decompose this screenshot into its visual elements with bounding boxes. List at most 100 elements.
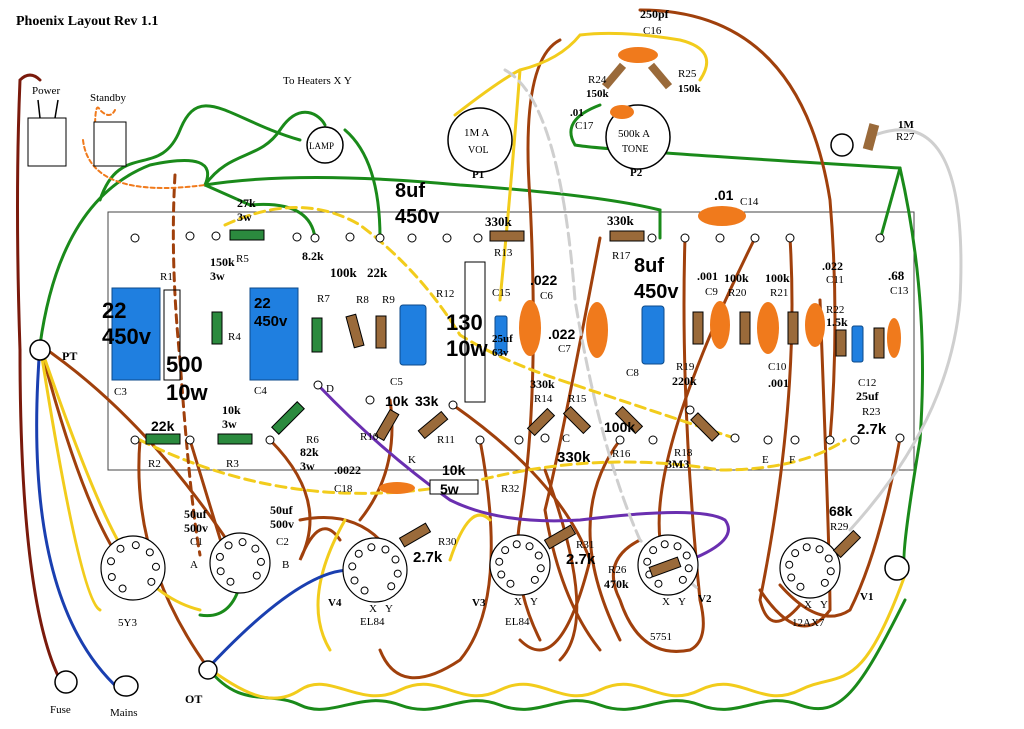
- heater-pin-label: Y: [820, 599, 828, 611]
- socket-pin: [381, 545, 390, 554]
- turret-post: [313, 380, 323, 390]
- heater-pin-label: X: [662, 596, 670, 608]
- r12-resistor: [464, 261, 486, 403]
- socket-pin: [116, 544, 125, 553]
- r21-ref: R21: [770, 287, 788, 299]
- pot-tone[interactable]: 500k A TONE P2: [605, 104, 671, 179]
- r6-ref: R6: [306, 434, 319, 446]
- heater-pin-label: X: [369, 603, 377, 615]
- power-switch[interactable]: [27, 117, 67, 167]
- heater-pin-label: Y: [678, 596, 686, 608]
- socket-pin: [815, 545, 824, 554]
- c5-capacitor: [399, 304, 427, 366]
- r2-resistor: [145, 433, 181, 445]
- r9-resistor: [375, 315, 387, 349]
- r10-resistor: [374, 408, 400, 442]
- mains-socket[interactable]: [113, 675, 139, 697]
- r11-value: 33k: [415, 393, 439, 409]
- node-a: A: [190, 559, 198, 571]
- turret-post: [790, 435, 800, 445]
- r27-resistor: [862, 123, 880, 151]
- socket-pin: [678, 575, 687, 584]
- r13-resistor: [489, 230, 525, 242]
- brown-wire: [588, 438, 622, 642]
- r32-resistor: [429, 479, 479, 495]
- turret-post: [448, 400, 458, 410]
- socket-pin: [256, 557, 265, 566]
- socket-pin: [649, 546, 658, 555]
- node-f: F: [789, 454, 795, 466]
- c14-value: .01: [714, 187, 734, 203]
- r13-value: 330k: [485, 214, 513, 229]
- node-e: E: [762, 454, 769, 466]
- r15-resistor: [562, 405, 592, 435]
- socket-pin: [820, 578, 829, 587]
- yellow-wire: [453, 31, 709, 117]
- socket-pin: [387, 582, 396, 591]
- fuse-holder[interactable]: [54, 670, 78, 694]
- pot-tone-ref: P2: [630, 167, 643, 179]
- brown-wire: [378, 438, 493, 680]
- r22-value: 1.5k: [826, 315, 848, 329]
- socket-pin: [534, 551, 543, 560]
- pt-terminal: [29, 339, 51, 361]
- r25-value: 150k: [678, 83, 702, 95]
- output-jack[interactable]: [884, 555, 910, 581]
- turret-post: [540, 433, 550, 443]
- socket-pin: [660, 540, 669, 549]
- r14-resistor: [526, 407, 556, 437]
- ot-terminal: [198, 660, 218, 680]
- pot-tone-value: 500k A: [618, 128, 650, 140]
- tube-ref: V1: [860, 591, 873, 603]
- r23-ref: R23: [862, 406, 881, 418]
- pot-vol-name: VOL: [468, 145, 489, 156]
- r26-ref: R26: [608, 564, 627, 576]
- c18-ref: C18: [334, 483, 353, 495]
- r19-ref: R19: [676, 361, 695, 373]
- tube-ref: V3: [472, 597, 486, 609]
- r29-ref: R29: [830, 521, 849, 533]
- input-jack[interactable]: [830, 133, 854, 157]
- r13-ref: R13: [494, 247, 513, 259]
- c7-ref: C7: [558, 343, 571, 355]
- socket-pin: [654, 579, 663, 588]
- turret-post: [875, 233, 885, 243]
- pot-volume[interactable]: 1M A VOL P1: [447, 107, 513, 181]
- c5-ref: C5: [390, 376, 403, 388]
- r14-ref: R14: [534, 393, 553, 405]
- node-d: D: [326, 383, 334, 395]
- c6-ref: C6: [540, 290, 553, 302]
- pt-label: PT: [62, 349, 77, 363]
- turret-post: [730, 433, 740, 443]
- turret-post: [185, 231, 195, 241]
- r8-value: 100k: [330, 265, 358, 280]
- socket-pin: [145, 548, 154, 557]
- c6-value: .022: [530, 272, 557, 288]
- r5-resistor: [229, 229, 265, 241]
- r12-ref: R12: [436, 288, 454, 300]
- r18-extra: 3M3: [666, 457, 689, 471]
- c17-ref: C17: [575, 120, 594, 132]
- socket-pin: [151, 562, 160, 571]
- c11-capacitor: [805, 303, 825, 347]
- turret-post: [345, 232, 355, 242]
- turret-post: [647, 233, 657, 243]
- green-wire: [569, 103, 902, 170]
- socket-pin: [360, 586, 369, 595]
- socket-pin: [118, 584, 127, 593]
- c10-capacitor: [757, 302, 779, 354]
- heater-pin-label: Y: [530, 596, 538, 608]
- pot-vol-value: 1M A: [464, 127, 489, 139]
- standby-wire: [82, 139, 206, 189]
- turret-post: [365, 395, 375, 405]
- standby-switch[interactable]: [93, 121, 127, 167]
- c14-ref: C14: [740, 196, 759, 208]
- tube-ref: V4: [328, 597, 342, 609]
- r24-ref: R24: [588, 74, 607, 86]
- c9-capacitor: [710, 301, 730, 349]
- socket-pin: [791, 549, 800, 558]
- c17-capacitor: [610, 105, 634, 119]
